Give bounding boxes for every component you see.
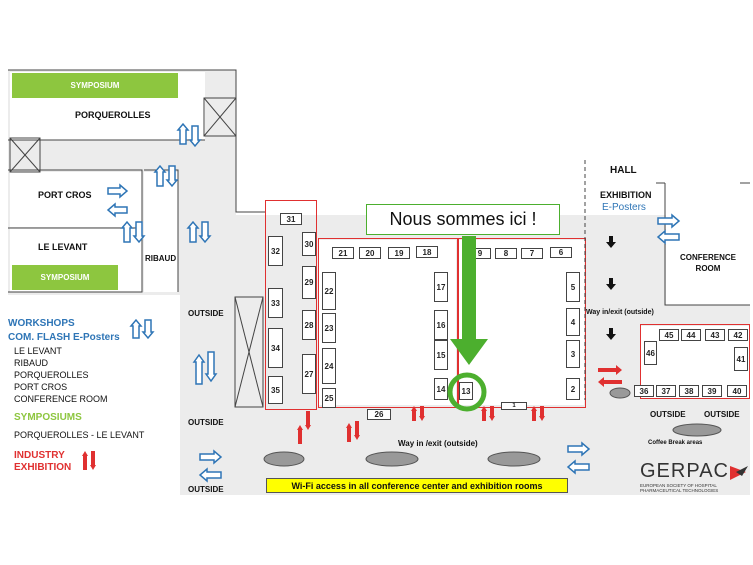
hall-label: HALL xyxy=(610,165,637,176)
booth-6[interactable]: 6 xyxy=(550,247,572,258)
booth-30[interactable]: 30 xyxy=(302,232,316,256)
booth-9[interactable]: 9 xyxy=(469,248,491,259)
legend-symposiums: SYMPOSIUMS xyxy=(14,412,82,423)
booth-18[interactable]: 18 xyxy=(416,246,438,258)
e-posters-label: E-Posters xyxy=(602,202,646,213)
booth-42[interactable]: 42 xyxy=(728,329,748,341)
booth-15[interactable]: 15 xyxy=(434,340,448,370)
booth-23[interactable]: 23 xyxy=(322,313,336,343)
booth-33[interactable]: 33 xyxy=(268,288,283,318)
room-conference[interactable] xyxy=(666,183,750,305)
booth-26[interactable]: 26 xyxy=(367,409,391,420)
industry-zone-far-right xyxy=(640,324,750,399)
you-are-here-label: Nous sommes ici ! xyxy=(366,204,560,235)
legend-workshops: WORKSHOPS xyxy=(8,318,75,329)
booth-3[interactable]: 3 xyxy=(566,340,580,368)
wifi-banner: Wi-Fi access in all conference center an… xyxy=(266,478,568,493)
floor-lower-left xyxy=(180,290,260,495)
booth-36[interactable]: 36 xyxy=(634,385,654,397)
legend-room-port-cros: PORT CROS xyxy=(14,382,68,392)
booth-46[interactable]: 46 xyxy=(644,341,657,365)
booth-43[interactable]: 43 xyxy=(705,329,725,341)
booth-4[interactable]: 4 xyxy=(566,308,580,336)
booth-7[interactable]: 7 xyxy=(521,248,543,259)
room-label-le-levant: LE LEVANT xyxy=(38,242,88,252)
booth-27[interactable]: 27 xyxy=(302,354,316,394)
booth-38[interactable]: 38 xyxy=(679,385,699,397)
legend-room-conference: CONFERENCE ROOM xyxy=(14,394,108,404)
gerpac-logo-name: GERPAC xyxy=(640,460,729,482)
legend-room-ribaud: RIBAUD xyxy=(14,358,49,368)
symposium-banner-top: SYMPOSIUM xyxy=(12,73,178,98)
outside-label-3: OUTSIDE xyxy=(188,485,224,494)
legend-room-porquerolles: PORQUEROLLES xyxy=(14,370,89,380)
coffee-break-label: Coffee Break areas xyxy=(648,440,703,446)
legend-symposium-rooms: PORQUEROLLES - LE LEVANT xyxy=(14,430,145,440)
room-label-porquerolles: PORQUEROLLES xyxy=(75,110,151,120)
room-label-ribaud: RIBAUD xyxy=(145,254,177,263)
booth-25[interactable]: 25 xyxy=(322,388,336,408)
booth-1[interactable]: 1 xyxy=(501,402,527,410)
outside-label-2: OUTSIDE xyxy=(188,418,224,427)
booth-14[interactable]: 14 xyxy=(434,378,448,400)
outside-label-1: OUTSIDE xyxy=(188,309,224,318)
way-in-exit-right: Way in/exit (outside) xyxy=(586,309,654,316)
gerpac-logo-tagline2: PHARMACEUTICAL TECHNOLOGIES xyxy=(640,488,719,493)
booth-34[interactable]: 34 xyxy=(268,328,283,368)
booth-17[interactable]: 17 xyxy=(434,272,448,302)
booth-41[interactable]: 41 xyxy=(734,347,748,371)
booth-24[interactable]: 24 xyxy=(322,348,336,384)
booth-22[interactable]: 22 xyxy=(322,272,336,310)
legend-room-le-levant: LE LEVANT xyxy=(14,346,62,356)
industry-zone-left xyxy=(265,200,317,410)
booth-8[interactable]: 8 xyxy=(495,248,517,259)
booth-45[interactable]: 45 xyxy=(659,329,679,341)
exhibition-block-1 xyxy=(318,240,456,405)
outside-label-4: OUTSIDE xyxy=(650,410,686,419)
booth-21[interactable]: 21 xyxy=(332,247,354,259)
booth-37[interactable]: 37 xyxy=(656,385,676,397)
symposium-banner-bottom: SYMPOSIUM xyxy=(12,265,118,290)
booth-19[interactable]: 19 xyxy=(388,247,410,259)
booth-13[interactable]: 13 xyxy=(459,382,473,400)
room-label-port-cros: PORT CROS xyxy=(38,190,92,200)
booth-28[interactable]: 28 xyxy=(302,310,316,340)
booth-5[interactable]: 5 xyxy=(566,272,580,302)
room-label-conference: CONFERENCE ROOM xyxy=(679,253,736,273)
gerpac-logo: GERPAC EUROPEAN SOCIETY OF HOSPITAL PHAR… xyxy=(640,460,750,500)
booth-31[interactable]: 31 xyxy=(280,213,302,225)
booth-35[interactable]: 35 xyxy=(268,376,283,404)
way-in-exit-bottom: Way in /exit (outside) xyxy=(398,439,478,448)
gerpac-logo-tagline1: EUROPEAN SOCIETY OF HOSPITAL xyxy=(640,483,717,488)
legend-industry: INDUSTRY xyxy=(14,450,65,461)
booth-29[interactable]: 29 xyxy=(302,266,316,299)
booth-32[interactable]: 32 xyxy=(268,236,283,266)
legend-exhibition: EXHIBITION xyxy=(14,462,72,473)
booth-40[interactable]: 40 xyxy=(727,385,747,397)
booth-20[interactable]: 20 xyxy=(359,247,381,259)
booth-44[interactable]: 44 xyxy=(681,329,701,341)
booth-2[interactable]: 2 xyxy=(566,378,580,400)
legend-com-flash: COM. FLASH E-Posters xyxy=(8,332,120,343)
exhibition-label: EXHIBITION xyxy=(600,190,652,200)
room-ribaud[interactable] xyxy=(144,172,178,292)
outside-label-5: OUTSIDE xyxy=(704,410,740,419)
booth-16[interactable]: 16 xyxy=(434,310,448,340)
booth-39[interactable]: 39 xyxy=(702,385,722,397)
gerpac-logo-mark xyxy=(730,466,748,480)
